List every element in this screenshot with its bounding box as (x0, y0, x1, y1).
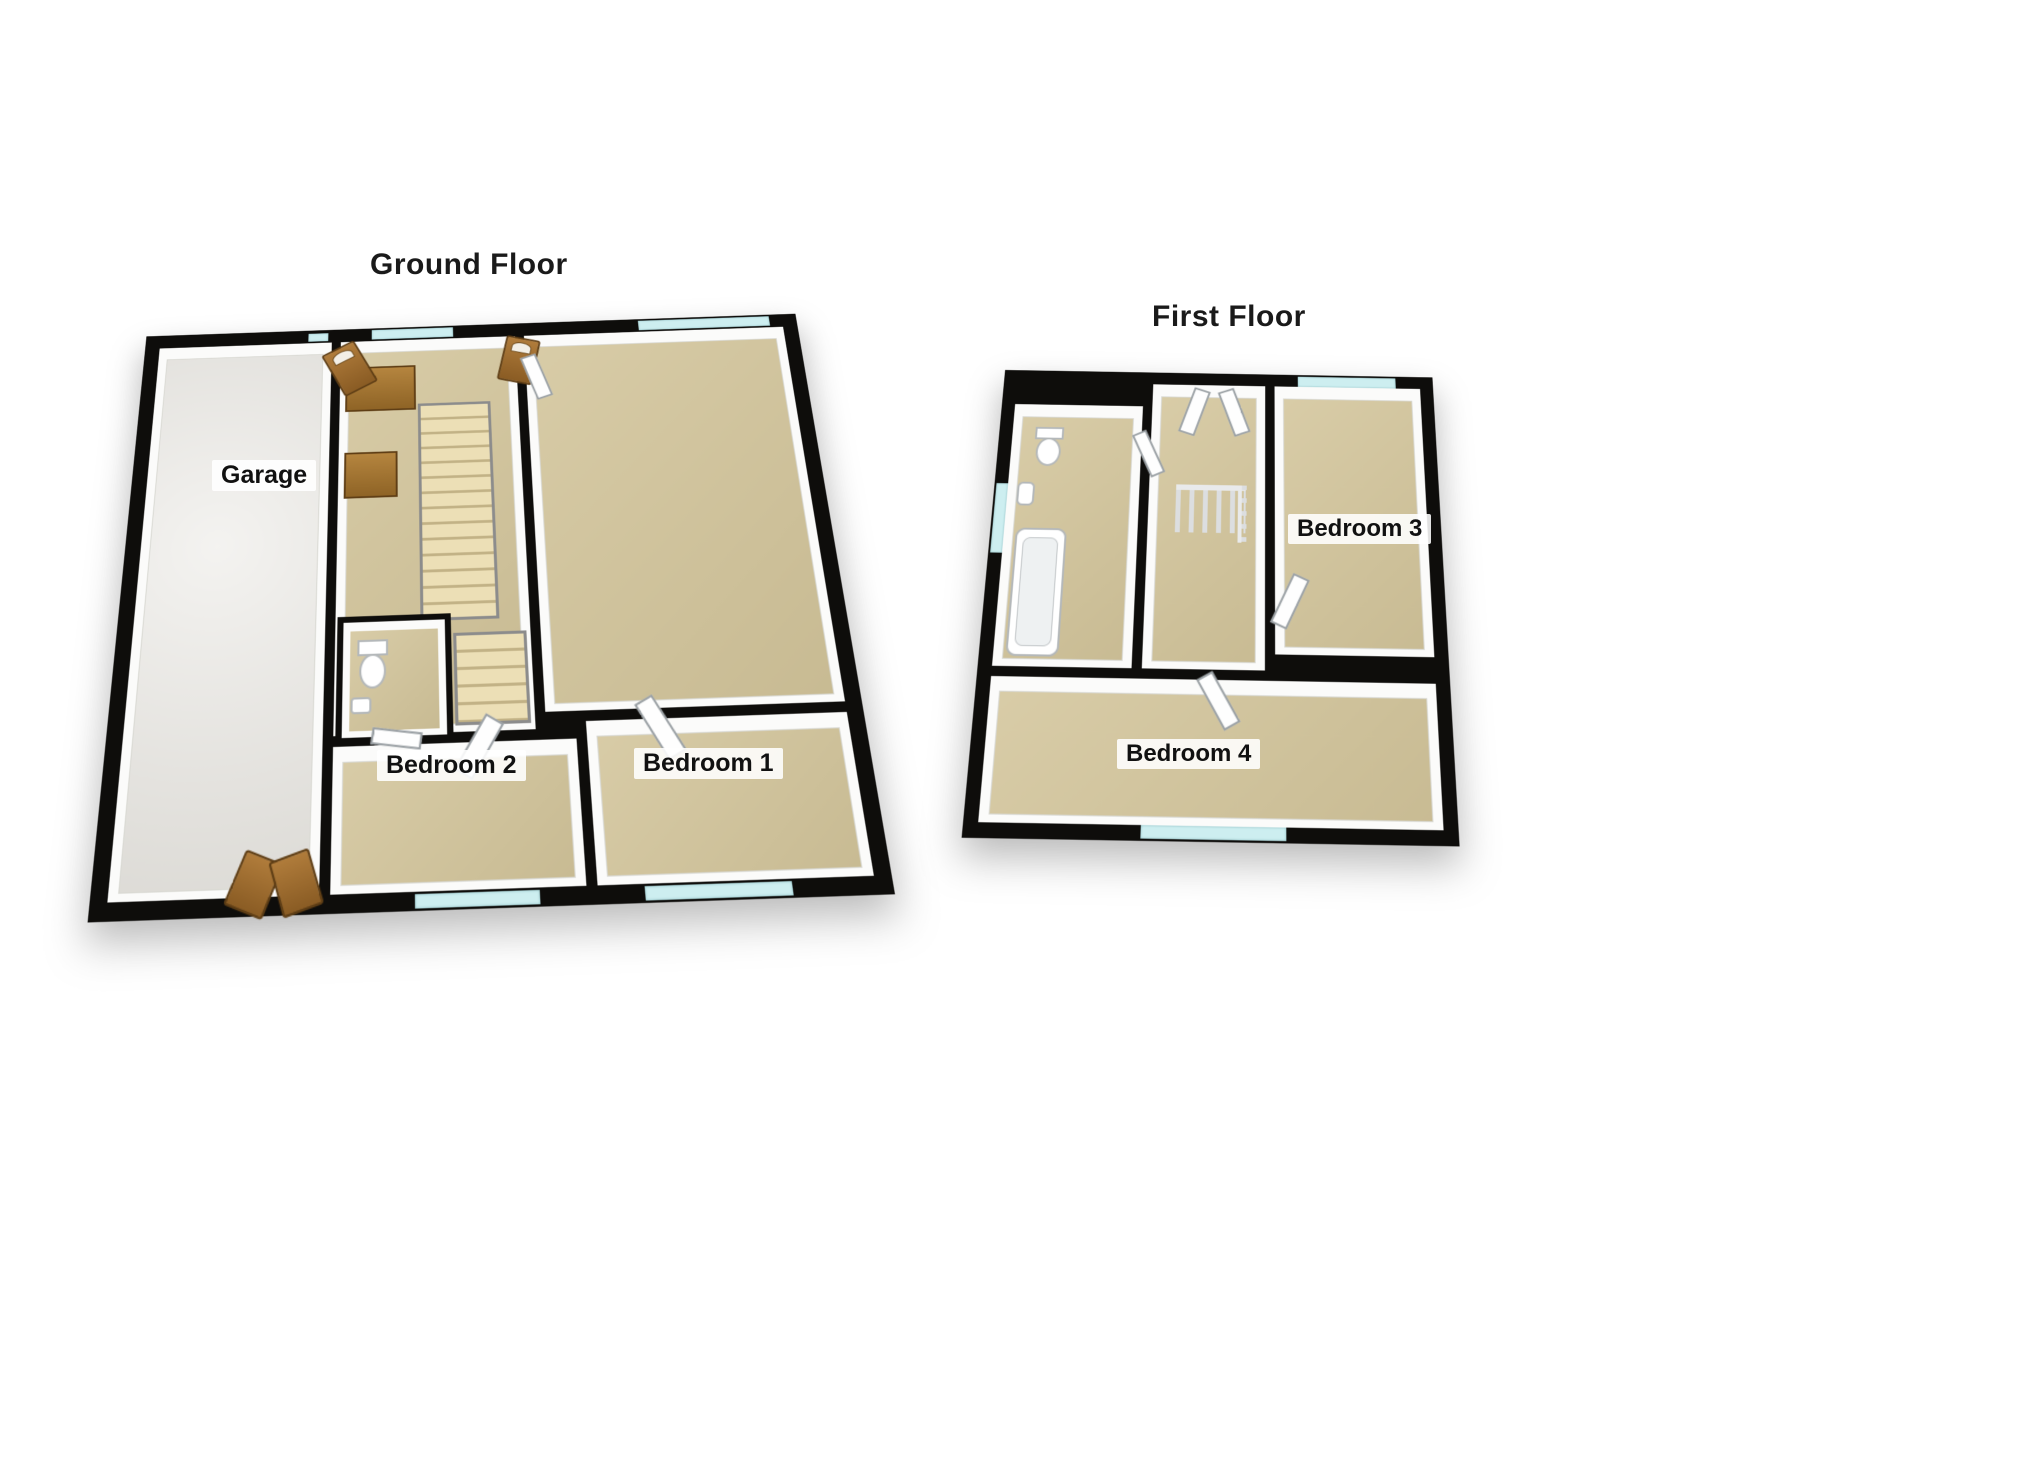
bathtub-inner-icon (1014, 537, 1059, 647)
door-arch-glass-icon (510, 340, 533, 355)
window (1140, 825, 1287, 842)
stair-railing (1237, 485, 1247, 543)
staircase-lower-flight (453, 630, 532, 726)
room-label-garage: Garage (212, 460, 317, 491)
window (308, 333, 329, 342)
staircase (417, 401, 500, 622)
bathtub-icon (1005, 527, 1067, 657)
room-label-bedroom3: Bedroom 3 (1288, 514, 1432, 544)
room-label-bedroom1: Bedroom 1 (634, 748, 783, 779)
window (414, 889, 541, 909)
first-floor-title: First Floor (1152, 300, 1306, 333)
floor-plan-ground (87, 313, 895, 923)
cabinet-icon (343, 451, 398, 499)
room-label-bedroom2: Bedroom 2 (377, 750, 526, 781)
room-lounge (523, 326, 846, 712)
window (1297, 376, 1396, 389)
room-label-bedroom4: Bedroom 4 (1117, 739, 1261, 769)
stair-railing (1174, 484, 1246, 534)
room-garage (107, 342, 332, 903)
floor-plan-first (961, 369, 1460, 847)
sink-icon (1015, 481, 1036, 506)
ground-floor-title: Ground Floor (370, 248, 568, 281)
sink-icon (350, 696, 372, 715)
door-arch-glass-icon (330, 347, 355, 367)
room-bedroom1 (585, 711, 874, 886)
window (644, 881, 794, 901)
room-wc (341, 619, 448, 739)
